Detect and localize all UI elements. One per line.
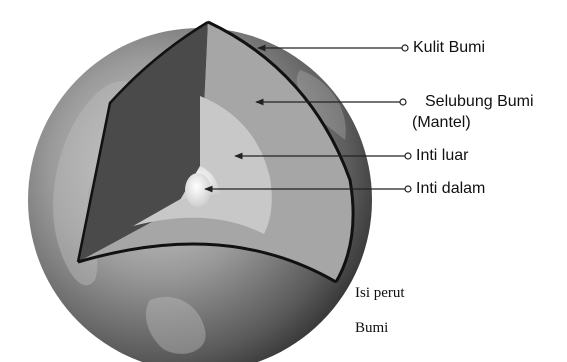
inner-core-sphere bbox=[185, 173, 211, 207]
leader-dot-outer-core bbox=[405, 153, 411, 159]
leader-dot-crust bbox=[402, 45, 408, 51]
label-mantle-line2: (Mantel) bbox=[412, 114, 471, 132]
leader-dot-mantle bbox=[400, 99, 406, 105]
caption-line1: Isi perut bbox=[355, 285, 405, 302]
label-outer-core: Inti luar bbox=[416, 147, 468, 165]
label-inner-core: Inti dalam bbox=[416, 180, 485, 198]
label-mantle-line1: Selubung Bumi bbox=[425, 93, 534, 111]
label-crust: Kulit Bumi bbox=[413, 39, 485, 57]
leader-dot-inner-core bbox=[405, 186, 411, 192]
caption-line2: Bumi bbox=[355, 320, 388, 337]
